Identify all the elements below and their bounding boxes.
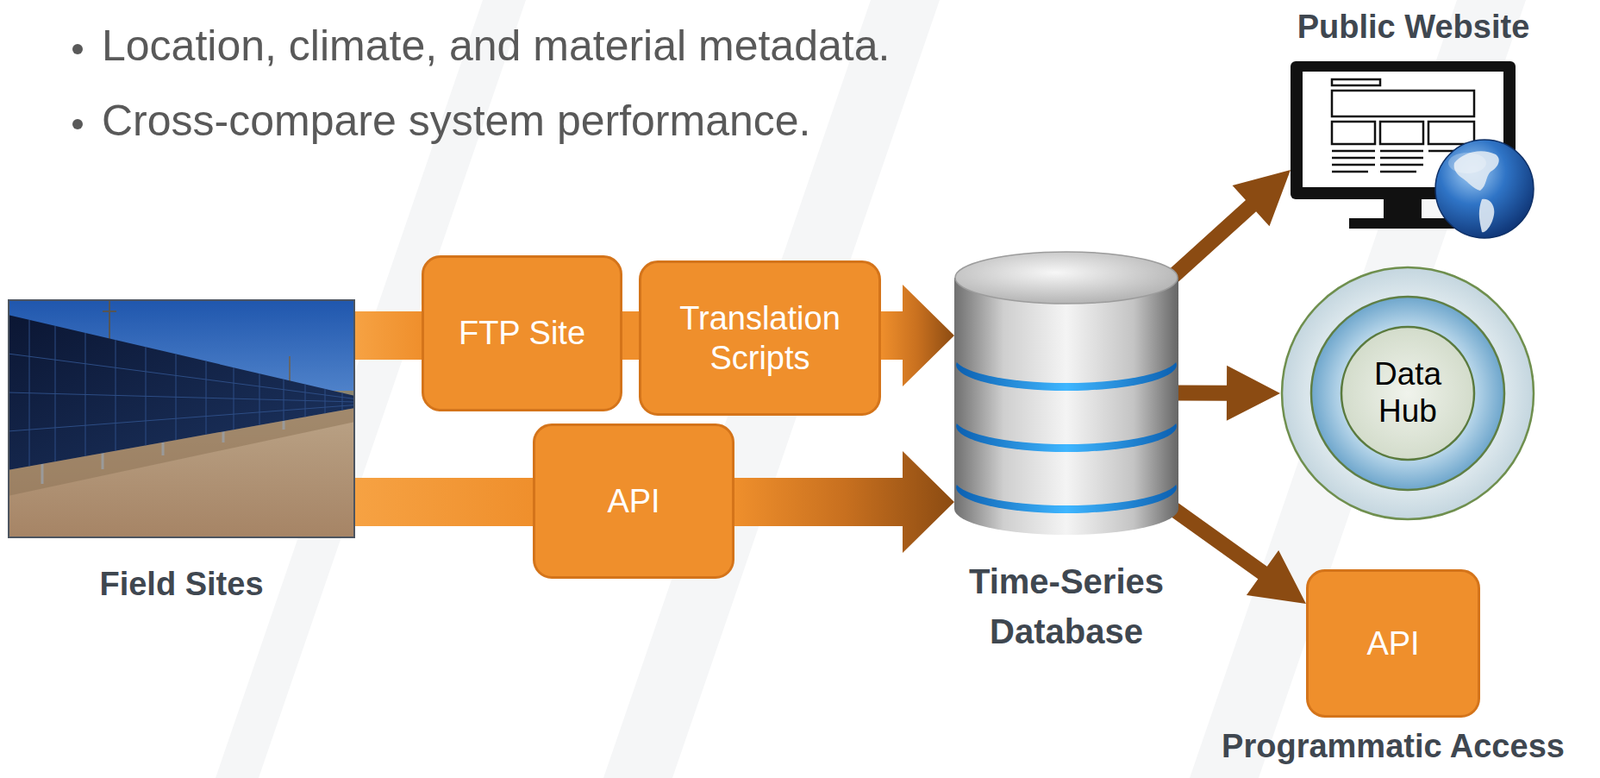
process-box: FTP Site — [421, 255, 623, 412]
website-monitor — [1331, 90, 1475, 117]
website-monitor — [1383, 199, 1422, 219]
website-monitor: Public Website — [1290, 61, 1537, 243]
solar-array-photo — [7, 392, 356, 402]
website-monitor — [1331, 156, 1375, 160]
solar-array-photo — [101, 452, 105, 469]
flow-arrow — [1162, 169, 1291, 288]
website-monitor — [1290, 61, 1516, 200]
database-cylinder — [954, 250, 1179, 536]
solar-array-photo — [41, 462, 44, 484]
solar-array-photo — [8, 300, 355, 538]
bullet-dot — [72, 43, 83, 55]
data-hub-circles — [1311, 296, 1505, 490]
solar-array-photo — [7, 299, 356, 538]
website-monitor — [1331, 170, 1369, 174]
website-monitor — [1380, 150, 1424, 153]
website-monitor — [1380, 163, 1424, 167]
website-monitor — [1428, 150, 1455, 153]
solar-array-photo — [102, 310, 117, 313]
database-cylinder: Time-Series Database — [954, 250, 1179, 536]
solar-array-photo — [7, 299, 356, 538]
flow-arrow — [734, 450, 955, 553]
website-monitor — [1331, 163, 1375, 167]
hub-label: Data Hub — [1351, 356, 1464, 430]
data-hub-circles: Data Hub — [1280, 265, 1536, 521]
box-label: API — [606, 481, 660, 521]
box-label: FTP Site — [458, 312, 586, 353]
field-site-photo: Field Sites — [7, 299, 356, 538]
solar-array-photo — [7, 314, 356, 470]
bullet-text: Cross-compare system performance. — [101, 94, 811, 147]
box-label: API — [1366, 623, 1419, 663]
website-monitor — [1428, 121, 1475, 144]
process-box: API — [532, 423, 735, 579]
website-monitor — [1448, 152, 1487, 174]
box-label: Translation Scripts — [655, 298, 865, 379]
bullet-dot — [72, 118, 83, 130]
bullet-text: Location, climate, and material metadata… — [101, 19, 890, 72]
website-monitor — [1380, 170, 1417, 174]
flow-arrow — [1175, 365, 1281, 421]
data-hub-circles — [1281, 267, 1534, 519]
website-monitor — [1331, 150, 1375, 153]
website-monitor — [1380, 121, 1424, 144]
website-monitor — [1479, 199, 1494, 233]
website-monitor — [1302, 71, 1504, 188]
flow-arrow — [355, 477, 533, 526]
process-box: APIProgrammatic Access — [1306, 568, 1481, 718]
solar-array-photo — [282, 419, 286, 430]
website-monitor — [1349, 218, 1457, 229]
website-monitor — [1380, 156, 1424, 160]
flow-arrow — [1158, 494, 1307, 604]
database-cylinder — [954, 331, 1179, 383]
node-caption: Field Sites — [99, 564, 263, 605]
flow-arrow — [355, 311, 422, 360]
solar-array-photo — [222, 431, 225, 443]
flow-arrow — [622, 311, 639, 360]
flow-arrow — [881, 284, 955, 387]
process-box: Translation Scripts — [638, 260, 882, 416]
solar-array-photo — [162, 441, 165, 456]
database-cylinder — [955, 251, 1178, 304]
solar-array-photo — [7, 319, 356, 467]
solar-array-photo — [7, 405, 356, 432]
connector-group — [355, 169, 1307, 604]
website-monitor — [1331, 121, 1375, 144]
solar-array-photo — [7, 353, 356, 400]
node-caption: Programmatic Access — [1221, 726, 1565, 767]
node-caption: Time-Series Database — [937, 556, 1196, 657]
website-monitor — [1435, 139, 1534, 238]
website-monitor — [1290, 61, 1537, 243]
website-monitor — [1331, 79, 1381, 86]
database-cylinder — [954, 392, 1179, 444]
database-cylinder — [954, 453, 1179, 506]
data-hub-circles — [1341, 326, 1475, 460]
node-caption: Public Website — [1297, 7, 1531, 48]
